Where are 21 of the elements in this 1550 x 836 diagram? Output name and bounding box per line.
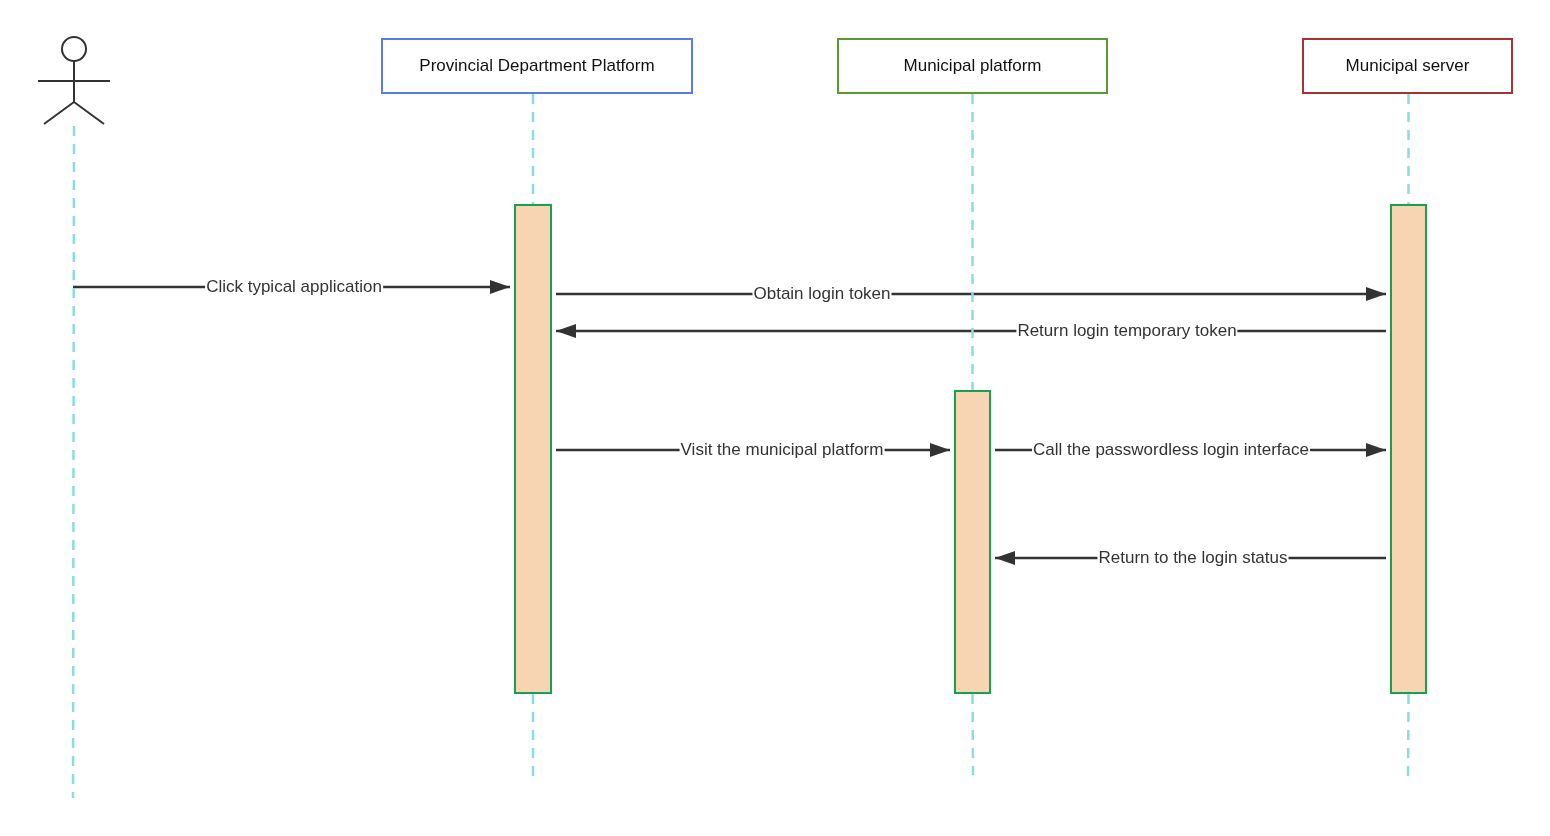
edge-label: Return to the login status [1097, 548, 1289, 568]
stick-figure-icon [37, 34, 111, 126]
activation-bar [514, 204, 552, 694]
participant-box [381, 38, 693, 94]
activation-bar [1390, 204, 1427, 694]
lifeline [71, 126, 76, 798]
edge-label: Click typical application [205, 277, 383, 297]
participant-name: Municipal server [1345, 56, 1470, 76]
edge-label: Return login temporary token [1016, 321, 1238, 341]
lifeline [971, 94, 974, 390]
participant-box [1302, 38, 1513, 94]
activation-bar [954, 390, 991, 694]
edge-label: Call the passwordless login interface [1032, 440, 1310, 460]
edge-label: Obtain login token [752, 284, 892, 304]
participant-box [837, 38, 1108, 94]
edge-label: Visit the municipal platform [679, 440, 885, 460]
lifeline [1407, 94, 1410, 204]
lifeline [971, 694, 975, 775]
lifeline [531, 94, 535, 204]
participant-name: Municipal platform [903, 56, 1042, 76]
participant-name: Provincial Department Platform [419, 56, 655, 76]
